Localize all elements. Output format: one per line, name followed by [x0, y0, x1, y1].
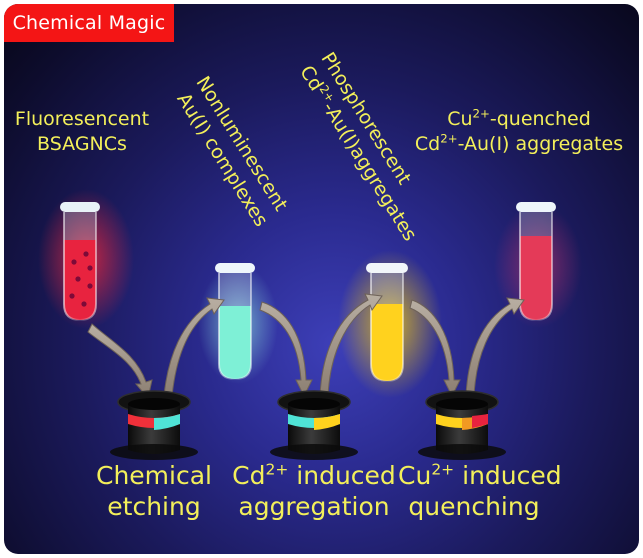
step-aggregation-line1: Cd2+ induced	[232, 460, 396, 490]
tube-quenched	[494, 202, 582, 328]
tube-nonluminescent	[198, 263, 278, 384]
title-badge: Chemical Magic	[4, 4, 174, 42]
magic-hat-etching	[110, 390, 198, 460]
magic-hat-quenching	[418, 390, 506, 460]
tube-phosphorescent	[338, 250, 442, 398]
label-quenched: Cu2+-quenched Cd2+-Au(I) aggregates	[404, 107, 634, 157]
diagram-canvas: Chemical Magic Fluoresencent BSAGNCs Non…	[4, 4, 639, 554]
step-etching-line1: Chemical	[96, 461, 212, 490]
step-quenching-line1: Cu2+ induced	[398, 460, 562, 490]
label-quenched-line2: Cd2+-Au(I) aggregates	[414, 131, 624, 155]
label-fluorescent-line1: Fluoresencent	[14, 108, 150, 130]
tube-fluorescent	[38, 189, 134, 329]
step-etching: Chemical etching	[84, 460, 224, 522]
label-quenched-line1: Cu2+-quenched	[447, 106, 591, 130]
step-etching-line2: etching	[107, 492, 201, 521]
step-quenching: Cu2+ induced quenching	[398, 460, 562, 522]
label-fluorescent-line2: BSAGNCs	[37, 133, 127, 155]
step-quenching-line2: quenching	[408, 492, 540, 521]
step-aggregation-line2: aggregation	[238, 492, 390, 521]
label-fluorescent: Fluoresencent BSAGNCs	[10, 107, 154, 157]
arrows-etching	[87, 297, 225, 400]
magic-hat-aggregation	[270, 390, 358, 460]
arrows-quenching	[409, 297, 525, 398]
diagram-graphics	[38, 189, 582, 460]
step-aggregation: Cd2+ induced aggregation	[232, 460, 396, 522]
